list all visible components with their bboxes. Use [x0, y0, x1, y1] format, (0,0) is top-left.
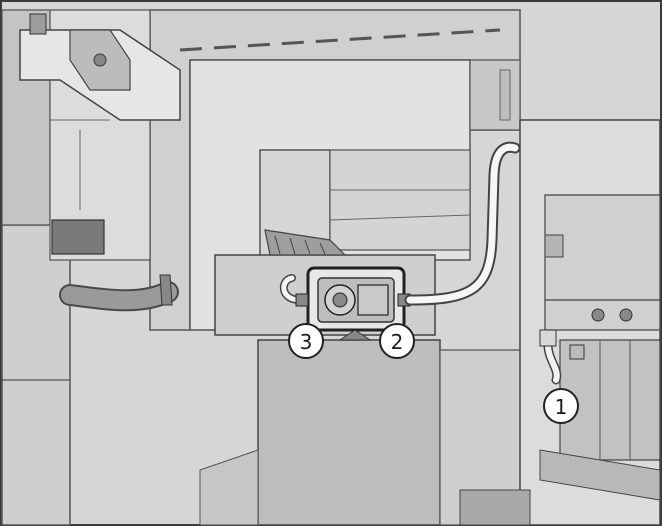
right-unit-screw-2 [619, 308, 633, 322]
lower-column [257, 339, 441, 526]
small-hose-fitting [539, 329, 557, 347]
bracket-tab [29, 13, 47, 35]
inner-shelf [329, 149, 471, 251]
hose-clamp [159, 274, 173, 306]
drain-hose [61, 283, 177, 310]
valve-outlet-block [357, 284, 389, 316]
rib-4 [319, 242, 326, 255]
lower-left-step [199, 449, 259, 526]
rib-3 [304, 239, 311, 255]
rib-1 [274, 235, 281, 255]
small-hose [545, 342, 560, 383]
callout-2-circle [379, 323, 415, 359]
right-upper-block [469, 59, 521, 131]
left-connector [295, 293, 309, 307]
water-tube [406, 143, 519, 304]
callout-1-circle [543, 388, 579, 424]
right-bottom-block [459, 489, 531, 526]
right-unit-screw-1 [591, 308, 605, 322]
callout-3: 3 [288, 323, 324, 359]
callout-3-circle [288, 323, 324, 359]
column-notch [338, 329, 372, 341]
ribbed-bracket [264, 229, 347, 256]
right-unit [544, 194, 661, 331]
shelf-line-2 [329, 214, 471, 221]
callout-3-label: 3 [300, 330, 313, 354]
rib-2 [289, 237, 296, 255]
callout-1: 1 [543, 388, 579, 424]
bracket-screw [93, 53, 107, 67]
right-upper-notch [499, 69, 511, 121]
callout-1-label: 1 [555, 395, 568, 419]
dashed-seam [179, 28, 501, 52]
callout-2-label: 2 [391, 330, 404, 354]
right-bottom-ledge [539, 449, 661, 501]
valve-solenoid-core [332, 292, 348, 308]
side-clip [569, 344, 585, 360]
left-cabinet [1, 224, 71, 526]
left-dark-slot [51, 219, 105, 255]
right-unit-tab [544, 234, 564, 258]
callout-2: 2 [379, 323, 415, 359]
